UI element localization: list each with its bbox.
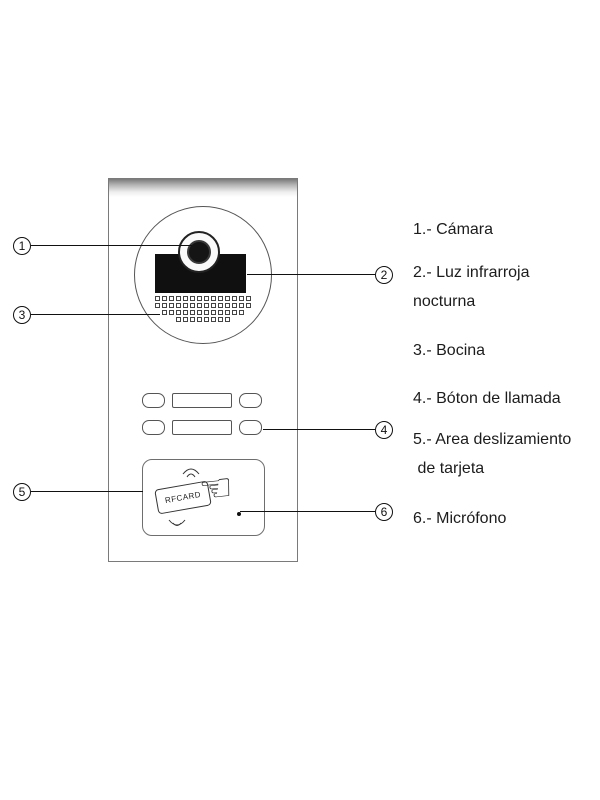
- speaker-hole: [204, 317, 209, 322]
- speaker-hole: [176, 310, 181, 315]
- speaker-hole: [190, 310, 195, 315]
- speaker-hole: [176, 317, 181, 322]
- speaker-grill: [135, 296, 271, 322]
- speaker-hole: [218, 303, 223, 308]
- rf-card-label: RFCARD: [164, 489, 202, 506]
- speaker-hole: [176, 296, 181, 301]
- speaker-hole: [225, 296, 230, 301]
- hand-pointing-icon: ☜: [196, 466, 236, 512]
- speaker-hole: [225, 310, 230, 315]
- contactless-wave-icon: [168, 468, 200, 526]
- callout-2: 2: [375, 266, 393, 284]
- leader-line-2: [247, 274, 375, 275]
- speaker-hole: [218, 317, 223, 322]
- annotation-line: 3.- Bocina: [413, 342, 486, 359]
- speaker-hole: [197, 310, 202, 315]
- speaker-hole: [204, 303, 209, 308]
- speaker-hole: [218, 310, 223, 315]
- camera-lens: [178, 231, 220, 273]
- annotation-line: 6.- Micrófono: [413, 510, 507, 527]
- microphone-hole: [237, 512, 241, 516]
- speaker-hole: [211, 317, 216, 322]
- call-button[interactable]: [239, 420, 262, 435]
- speaker-hole: [183, 296, 188, 301]
- speaker-hole: [176, 303, 181, 308]
- callout-6: 6: [375, 503, 393, 521]
- annotation-line: 2.- Luz infrarroja: [413, 264, 530, 281]
- annotation-line: nocturna: [413, 293, 476, 310]
- speaker-hole: [211, 296, 216, 301]
- speaker-hole: [225, 317, 230, 322]
- camera-speaker-area: [134, 206, 272, 344]
- speaker-hole: [190, 317, 195, 322]
- speaker-hole: [190, 296, 195, 301]
- annotation-microphone: 6.- Micrófono: [413, 504, 506, 533]
- speaker-hole: [155, 296, 160, 301]
- speaker-hole: [162, 303, 167, 308]
- speaker-hole: [218, 296, 223, 301]
- speaker-hole: [169, 296, 174, 301]
- call-button[interactable]: [239, 393, 262, 408]
- leader-line-5: [31, 491, 143, 492]
- speaker-hole: [246, 303, 251, 308]
- speaker-hole: [197, 303, 202, 308]
- leader-line-3: [31, 314, 160, 315]
- intercom-panel: RFCARD ☜: [108, 178, 298, 562]
- speaker-hole: [183, 303, 188, 308]
- speaker-hole: [190, 303, 195, 308]
- callout-4: 4: [375, 421, 393, 439]
- speaker-hole: [197, 317, 202, 322]
- annotation-line: 5.- Area deslizamiento: [413, 431, 572, 448]
- annotation-line: de tarjeta: [413, 460, 485, 477]
- speaker-hole: [211, 310, 216, 315]
- panel-top-shade: [109, 179, 297, 197]
- speaker-hole: [204, 296, 209, 301]
- name-plate: [172, 393, 232, 408]
- annotation-call-button: 4.- Bóton de llamada: [413, 384, 561, 413]
- speaker-hole: [162, 296, 167, 301]
- camera-lens-aperture: [187, 240, 211, 264]
- annotation-card-area: 5.- Area deslizamiento de tarjeta: [413, 425, 571, 483]
- callout-1: 1: [13, 237, 31, 255]
- speaker-hole: [204, 310, 209, 315]
- annotation-infrared: 2.- Luz infrarroja nocturna: [413, 258, 530, 316]
- speaker-hole: [162, 310, 167, 315]
- call-button[interactable]: [142, 393, 165, 408]
- leader-line-1: [31, 245, 192, 246]
- speaker-hole: [239, 296, 244, 301]
- speaker-hole: [155, 303, 160, 308]
- speaker-hole: [183, 317, 188, 322]
- speaker-hole: [211, 303, 216, 308]
- call-button[interactable]: [142, 420, 165, 435]
- callout-3: 3: [13, 306, 31, 324]
- annotation-line: 4.- Bóton de llamada: [413, 390, 561, 407]
- speaker-hole: [232, 296, 237, 301]
- speaker-hole: [169, 310, 174, 315]
- speaker-hole: [197, 296, 202, 301]
- annotation-speaker: 3.- Bocina: [413, 336, 485, 365]
- leader-line-6: [240, 511, 375, 512]
- annotation-camera: 1.- Cámara: [413, 215, 493, 244]
- speaker-hole: [169, 303, 174, 308]
- card-swipe-area[interactable]: RFCARD ☜: [142, 459, 265, 536]
- speaker-hole: [239, 310, 244, 315]
- name-plate: [172, 420, 232, 435]
- speaker-hole: [239, 303, 244, 308]
- annotation-line: 1.- Cámara: [413, 221, 494, 238]
- leader-line-4: [263, 429, 375, 430]
- speaker-hole: [232, 303, 237, 308]
- speaker-hole: [246, 296, 251, 301]
- speaker-hole: [232, 310, 237, 315]
- callout-5: 5: [13, 483, 31, 501]
- speaker-hole: [183, 310, 188, 315]
- speaker-hole: [225, 303, 230, 308]
